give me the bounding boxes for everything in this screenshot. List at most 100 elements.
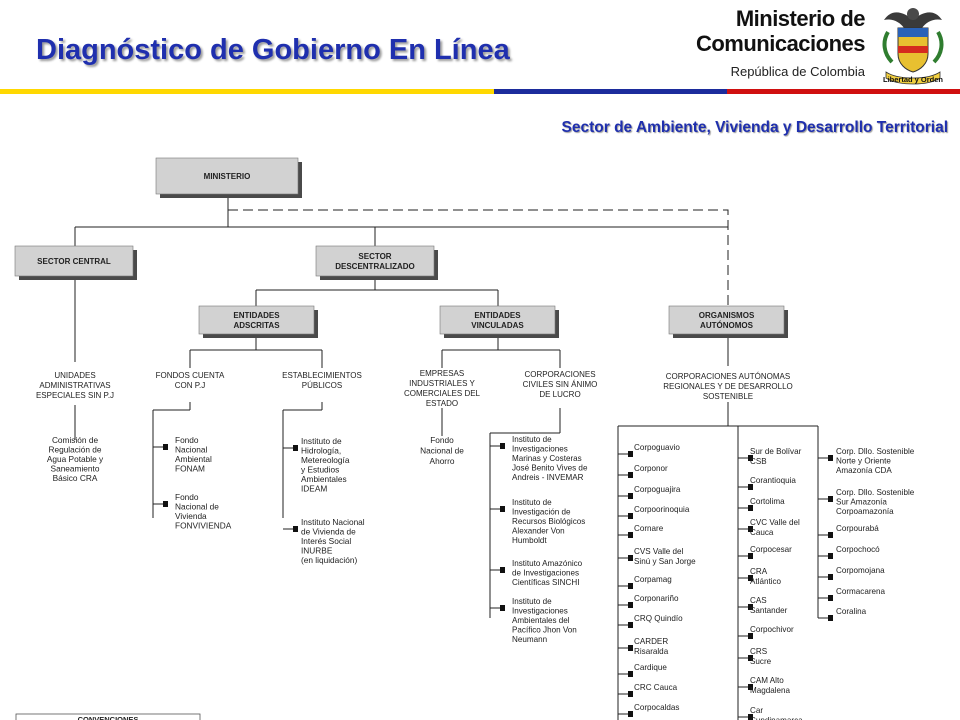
connector [74, 227, 376, 246]
box-organismos-autonomos [668, 305, 785, 335]
bullet-icon [628, 583, 633, 589]
stripe-blue [494, 89, 727, 94]
car-col2-item: Corantioquia [750, 476, 796, 485]
page-title: Diagnóstico de Gobierno En Línea [36, 34, 510, 66]
car-col3-item: Coralina [836, 607, 867, 616]
bullet-icon [748, 575, 753, 581]
car-col3-item: Corpochocó [836, 545, 880, 554]
car-col1-item: Corpocaldas [634, 703, 679, 712]
bullet-icon [628, 472, 633, 478]
bullet-icon [628, 555, 633, 561]
connector [441, 332, 561, 368]
box-label: MINISTERIO [204, 172, 251, 181]
car-col2-item: Corpochivor [750, 625, 794, 634]
bullet-icon [748, 526, 753, 532]
coat-of-arms-icon: Libertad y Orden [882, 8, 944, 85]
bullet-icon [828, 574, 833, 580]
bullet-icon [748, 484, 753, 490]
car-col1-item: CRQ Quindío [634, 614, 683, 623]
car-col1-item: Corpoguavio [634, 443, 680, 452]
bullet-icon [828, 553, 833, 559]
box-label: SECTOR CENTRAL [37, 257, 111, 266]
car-col1-item: Cornare [634, 524, 664, 533]
bullet-icon [628, 451, 633, 457]
bullet-icon [500, 443, 505, 449]
bullet-icon [293, 445, 298, 451]
car-col1-item: Corpoorinoquia [634, 505, 690, 514]
car-col1-item: Cardique [634, 663, 667, 672]
car-col1-item: Corpamag [634, 575, 672, 584]
bullet-icon [828, 532, 833, 538]
bullet-icon [748, 655, 753, 661]
bullet-icon [828, 496, 833, 502]
box-ministerio [155, 157, 299, 195]
bullet-icon [628, 711, 633, 717]
box-sector-descentralizado [315, 245, 435, 277]
connector [189, 332, 323, 368]
bullet-icon [163, 501, 168, 507]
connector [282, 402, 323, 518]
car-col3-item: Cormacarena [836, 587, 886, 596]
stripe-yellow [0, 89, 494, 94]
connector [255, 272, 499, 306]
bullet-icon [628, 493, 633, 499]
car-col2-item: Cortolima [750, 497, 785, 506]
bullet-icon [748, 505, 753, 511]
bullet-icon [628, 645, 633, 651]
car-col1-item: Corpoguajira [634, 485, 681, 494]
car-col2-item: Corpocesar [750, 545, 792, 554]
connector [617, 402, 819, 720]
stripe-red [727, 89, 960, 94]
ministry-name-line1: Ministerio de [735, 6, 866, 31]
bullet-icon [748, 604, 753, 610]
bullet-icon [748, 553, 753, 559]
bullet-icon [500, 605, 505, 611]
connector [152, 402, 191, 518]
connector [228, 209, 729, 306]
car-col1-item: Corponariño [634, 594, 679, 603]
seal-motto: Libertad y Orden [883, 75, 943, 84]
bullet-icon [748, 633, 753, 639]
car-col1-item: Corponor [634, 464, 668, 473]
connector [75, 195, 728, 228]
header-color-stripe [0, 89, 960, 94]
bullet-icon [828, 455, 833, 461]
bullet-icon [293, 526, 298, 532]
bullet-icon [163, 444, 168, 450]
bullet-icon [828, 595, 833, 601]
bullet-icon [628, 691, 633, 697]
bullet-icon [628, 671, 633, 677]
bullet-icon [748, 684, 753, 690]
sector-subtitle: Sector de Ambiente, Vivienda y Desarroll… [561, 119, 948, 136]
car-col3-item: Corpomojana [836, 566, 885, 575]
bullet-icon [628, 532, 633, 538]
bullet-icon [828, 615, 833, 621]
